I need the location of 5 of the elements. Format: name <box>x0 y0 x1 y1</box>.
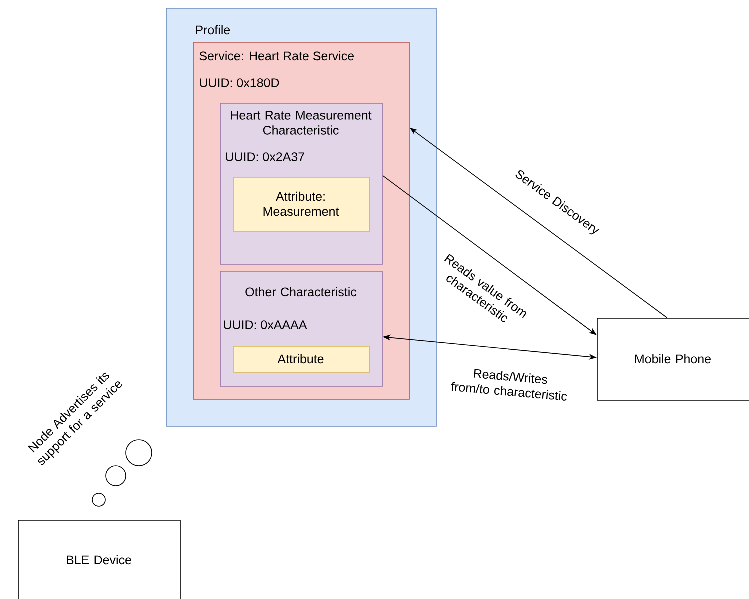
attribute-box: Attribute: Measurement <box>233 177 370 232</box>
device-box: Mobile Phone <box>597 318 749 401</box>
edge-label: Reads/Writes from/to characteristic <box>452 369 568 401</box>
device-box: BLE Device <box>18 520 181 599</box>
attribute-box: Attribute <box>233 346 370 373</box>
